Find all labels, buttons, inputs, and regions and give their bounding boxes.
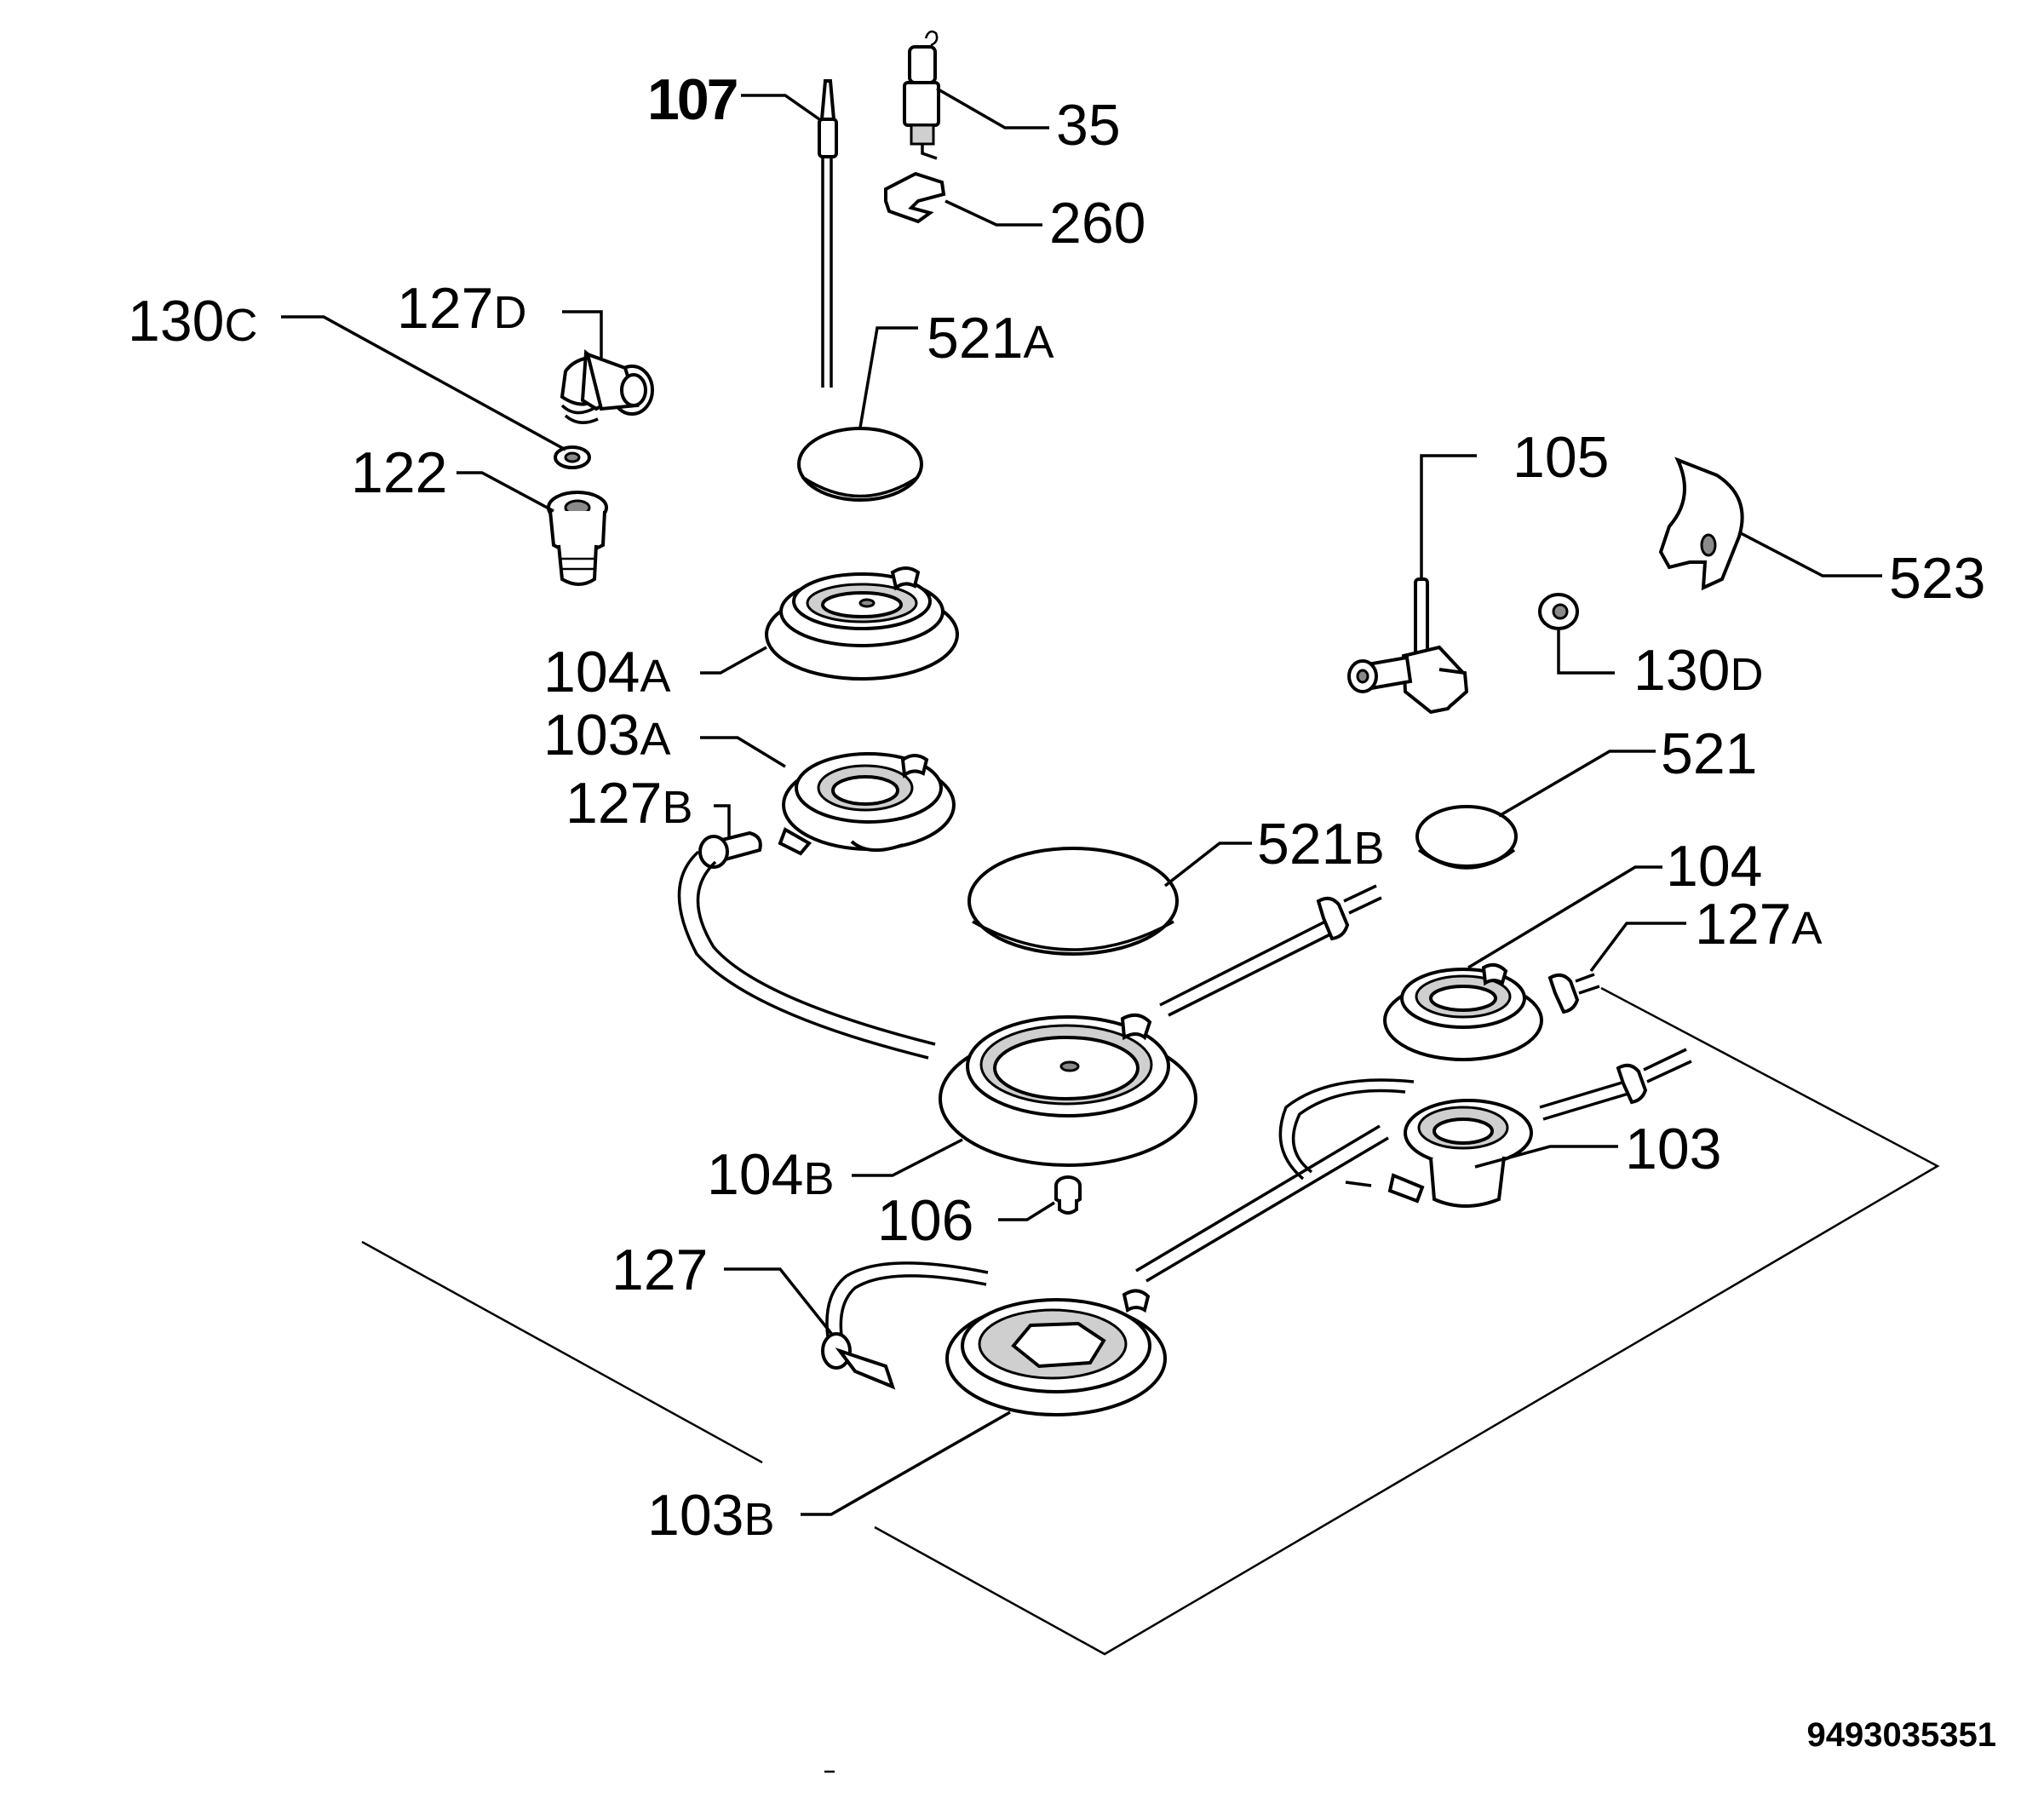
callout-35: 35: [936, 87, 1121, 158]
callout-130C: 130C: [128, 289, 566, 451]
washer-130D: [1538, 593, 1579, 630]
callout-521A: 521A: [858, 306, 1054, 428]
nozzle-fitting-122: [547, 491, 608, 586]
callout-104B-num: 104B: [707, 1142, 835, 1207]
callout-521A-num: 521A: [927, 306, 1054, 371]
gas-pipe-127B: [677, 830, 936, 1060]
callout-127A: 127A: [1589, 892, 1823, 973]
callout-104A: 104A: [543, 640, 767, 704]
callout-523: 523: [1738, 531, 1985, 611]
burner-base-103B: [945, 1289, 1167, 1416]
callout-127B-num: 127B: [566, 771, 693, 836]
callout-105: 105: [1420, 425, 1609, 577]
callout-127D-num: 127D: [397, 276, 526, 341]
ignition-electrode-35: [903, 30, 940, 160]
callout-521: 521: [1498, 721, 1757, 818]
callout-103A-num: 103A: [543, 703, 671, 767]
callout-104A-num: 104A: [543, 640, 671, 704]
elbow-fitting-127D: [560, 349, 654, 424]
callout-122-num: 122: [351, 440, 447, 505]
callout-127A-num: 127A: [1695, 892, 1823, 957]
callout-106-num: 106: [877, 1188, 973, 1253]
callout-127B: 127B: [566, 771, 731, 839]
callout-104: 104: [1467, 834, 1762, 969]
callout-130C-num: 130C: [128, 289, 257, 353]
callout-103B: 103B: [647, 1410, 1011, 1548]
pipe-with-nut-upper: [1159, 884, 1382, 1017]
callout-103-num: 103: [1625, 1117, 1721, 1181]
callout-105-num: 105: [1513, 425, 1609, 490]
clip-260: [884, 171, 946, 224]
callout-130D-num: 130D: [1633, 638, 1763, 703]
callout-122: 122: [351, 440, 554, 513]
callout-103B-num: 103B: [647, 1483, 775, 1548]
injector-nozzle-106: [1054, 1175, 1082, 1215]
burner-base-103A: [778, 752, 956, 856]
callout-127: 127: [611, 1238, 835, 1337]
gas-valve-105: [1347, 577, 1469, 715]
burner-crown-104A: [765, 566, 959, 681]
callout-107-num: 107: [647, 67, 737, 132]
bracket-523: [1658, 457, 1744, 591]
callout-104-num: 104: [1666, 834, 1762, 899]
callout-127D: 127D: [397, 276, 603, 358]
callout-521-num: 521: [1661, 721, 1757, 786]
burner-crown-104: [1383, 962, 1543, 1061]
burner-crown-104B: [939, 1013, 1197, 1167]
callout-260: 260: [944, 191, 1145, 256]
burner-cap-521: [1415, 805, 1518, 870]
burner-cap-521A: [797, 427, 923, 502]
callout-521B: 521B: [1163, 812, 1385, 888]
callout-107: 107: [647, 67, 821, 132]
burner-cap-521B: [967, 847, 1179, 956]
callout-260-num: 260: [1049, 191, 1145, 256]
gas-pipe-127: [821, 1261, 989, 1390]
callout-106: 106: [877, 1188, 1055, 1253]
burner-base-103: [1345, 1099, 1533, 1208]
pipe-fitting-127A: [1547, 973, 1600, 1014]
document-number: 9493035351: [1807, 1716, 1996, 1754]
thermocouple-probe-107: [818, 79, 838, 388]
callout-127-num: 127: [611, 1238, 708, 1302]
callout-103: 103: [1474, 1117, 1721, 1181]
pipe-with-nut-lower: [1135, 1048, 1692, 1283]
callout-521B-num: 521B: [1257, 812, 1385, 876]
hob-outline: [361, 986, 1940, 1656]
callout-130D: 130D: [1557, 630, 1763, 703]
callout-103A: 103A: [543, 703, 786, 768]
washer-130C: [554, 445, 591, 469]
callout-523-num: 523: [1889, 546, 1985, 611]
callout-104B: 104B: [707, 1138, 963, 1207]
callout-35-num: 35: [1056, 93, 1121, 158]
